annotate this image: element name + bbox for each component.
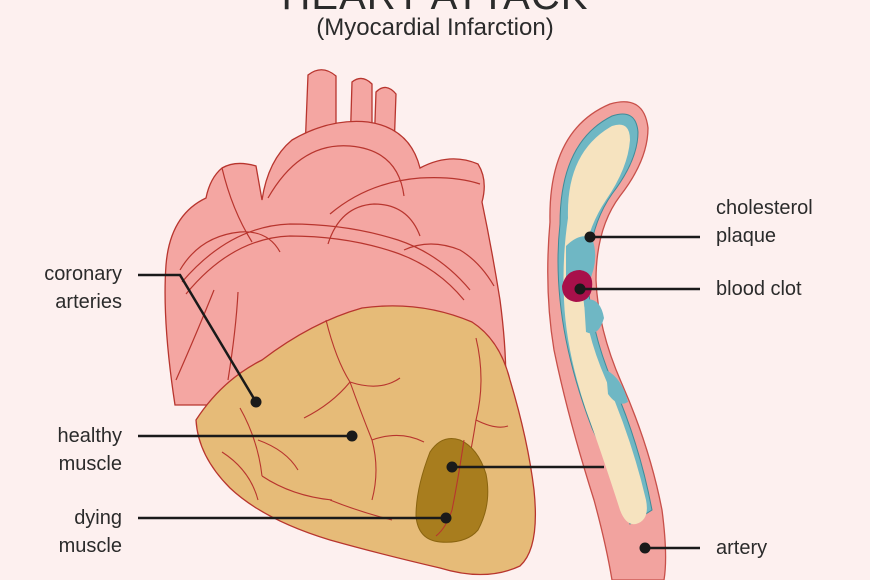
atrium-vessel-2 xyxy=(227,291,239,381)
label-coronary-arteries: coronary arteries xyxy=(14,260,122,316)
ventricle-arteries xyxy=(221,319,509,521)
dying-muscle-region xyxy=(415,438,489,543)
leader-lines xyxy=(138,235,700,550)
pulmonary-trunk xyxy=(327,203,421,245)
label-healthy-muscle-line1: healthy xyxy=(57,425,123,447)
aortic-arch xyxy=(267,145,405,199)
dying-muscle-artery xyxy=(435,439,465,537)
artery-cross-section xyxy=(547,101,667,580)
page-title: HEART ATTACK xyxy=(0,0,870,19)
atrium-vessel xyxy=(175,289,215,381)
dot-coronary-arteries xyxy=(250,396,262,408)
label-cholesterol-plaque-line2: plaque xyxy=(716,225,777,247)
dot-cholesterol-plaque xyxy=(584,231,596,243)
label-healthy-muscle: healthy muscle xyxy=(14,422,123,478)
label-blood-clot: blood clot xyxy=(716,278,802,300)
label-dying-muscle-line1: dying xyxy=(74,507,122,529)
plaque-bulge-lower xyxy=(606,370,628,404)
pulmonary-artery xyxy=(329,177,481,215)
coronary-groove-vessel xyxy=(181,223,471,291)
label-cholesterol-plaque: cholesterol plaque xyxy=(716,194,813,250)
left-atrium-edge xyxy=(403,243,495,287)
page-subtitle: (Myocardial Infarction) xyxy=(316,14,554,41)
artery-lumen xyxy=(563,124,647,525)
leader-coronary-arteries xyxy=(138,273,258,403)
label-dying-muscle: dying muscle xyxy=(14,504,122,560)
dot-healthy-muscle xyxy=(346,430,358,442)
right-atrium-edge xyxy=(179,231,281,271)
label-coronary-arteries-line2: arteries xyxy=(55,291,122,313)
label-dying-muscle-line2: muscle xyxy=(58,535,122,557)
dot-artery xyxy=(639,542,651,554)
label-cholesterol-plaque-line1: cholesterol xyxy=(716,197,813,219)
dot-dying-muscle xyxy=(440,512,452,524)
coronary-groove-vessel-inner xyxy=(185,235,465,301)
vena-cava xyxy=(221,167,253,243)
label-coronary-arteries-line1: coronary xyxy=(44,263,122,285)
label-healthy-muscle-line2: muscle xyxy=(58,453,122,475)
dot-blood-clot xyxy=(574,283,586,295)
heart xyxy=(164,69,537,576)
dot-dying-muscle-upper xyxy=(446,461,458,473)
label-artery: artery xyxy=(716,537,768,559)
leader-dots xyxy=(250,231,651,554)
plaque-bulge-right xyxy=(584,299,604,334)
